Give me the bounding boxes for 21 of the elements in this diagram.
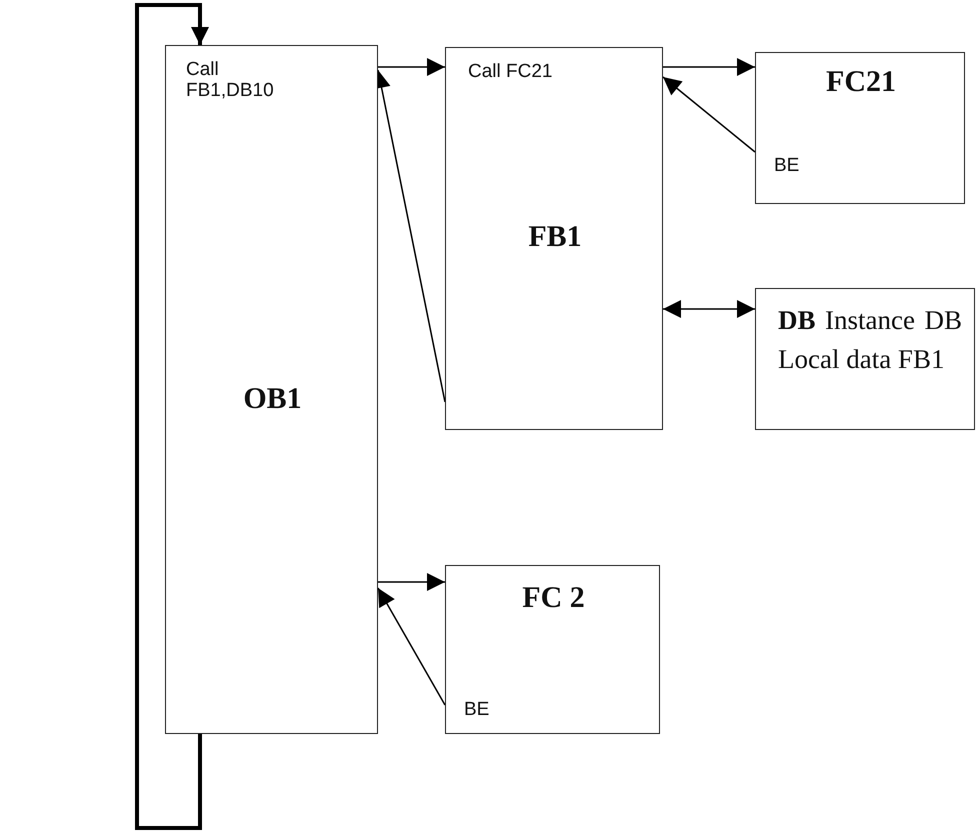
- end-label: BE: [464, 700, 490, 721]
- block-box: [445, 47, 663, 430]
- arrow: [377, 588, 446, 706]
- arrow: [663, 300, 755, 318]
- arrow: [663, 58, 755, 76]
- arrow: [378, 58, 445, 76]
- block-title: FB1: [527, 220, 583, 254]
- block-box: [445, 565, 660, 734]
- block-box: [755, 288, 975, 430]
- note-text: Call FC21: [468, 62, 554, 83]
- end-label: BE: [774, 156, 800, 177]
- block-title: FC21: [825, 65, 897, 99]
- loop-arrow: [135, 3, 209, 830]
- arrow: [662, 76, 756, 153]
- arrow: [378, 573, 445, 591]
- block-title: OB1: [242, 382, 303, 416]
- block-description: DB Instance DB Local data FB1: [778, 304, 962, 376]
- block-box: [165, 45, 378, 734]
- block-box: [755, 52, 965, 204]
- note-text: Call FB1,DB10: [186, 60, 275, 102]
- block-title: FC 2: [521, 581, 586, 615]
